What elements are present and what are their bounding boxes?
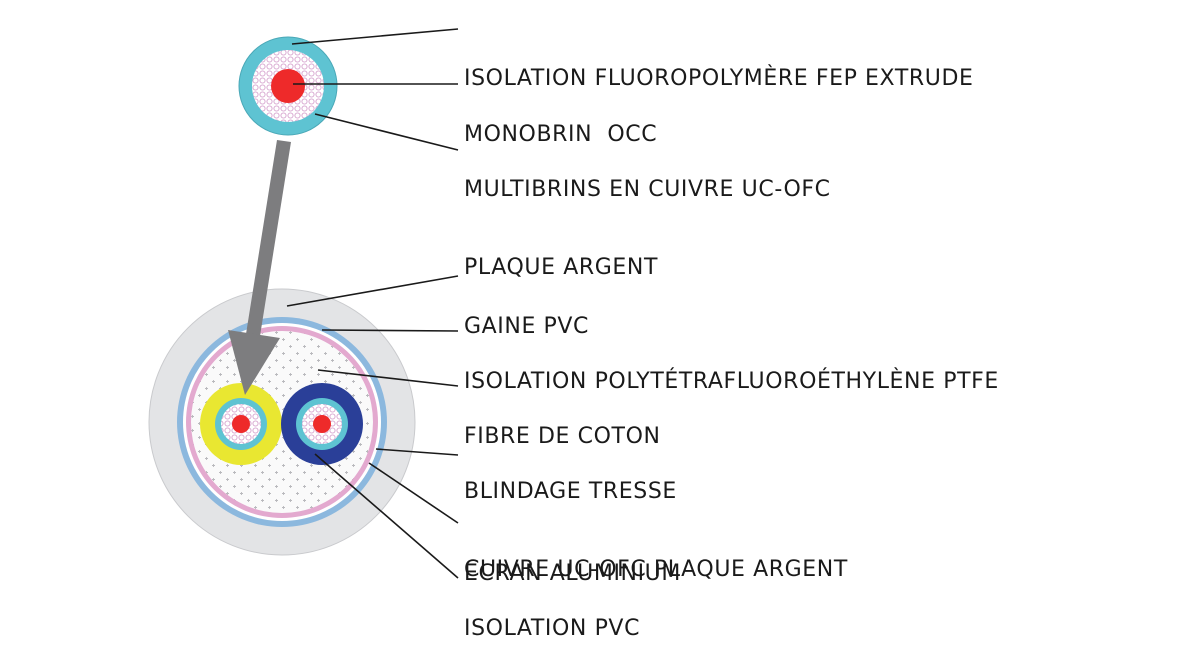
leader-line-ptfe (321, 329, 459, 332)
label-pvc-jacket: GAINE PVC (464, 262, 589, 366)
label-line: CUIVRE UC-OFC PLAQUE ARGENT (464, 557, 848, 582)
label-line: ISOLATION FLUOROPOLYMÈRE FEP EXTRUDE (464, 66, 974, 91)
leader-line-multistrand (314, 113, 459, 151)
occ-core (271, 69, 305, 103)
leader-lines (286, 28, 459, 579)
label-line: BLINDAGE TRESSE (464, 479, 677, 504)
cable-cross-section (148, 288, 416, 556)
label-line: FIBRE DE COTON (464, 424, 661, 449)
label-fep-insulation: ISOLATION FLUOROPOLYMÈRE FEP EXTRUDE (464, 14, 974, 118)
conductor-navy (281, 383, 363, 465)
label-pvc-insulation: ISOLATION PVC (464, 564, 640, 668)
label-line: ECRAN ALUMINIUM (464, 561, 681, 586)
detail-arrow (228, 140, 291, 395)
label-multistrand: MULTIBRINS EN CUIVRE UC-OFC PLAQUE ARGEN… (464, 125, 831, 307)
cable-cross-section-diagram (148, 28, 459, 579)
leader-line-pvc-insulation (314, 453, 459, 579)
label-cotton-fiber: FIBRE DE COTON (464, 372, 661, 476)
leader-line-pvc-jacket (286, 275, 459, 307)
label-line: ISOLATION POLYTÉTRAFLUOROÉTHYLÈNE PTFE (464, 369, 999, 394)
label-occ-monostrand: MONOBRIN OCC (464, 70, 657, 174)
label-line: PLAQUE ARGENT (464, 255, 658, 280)
leader-line-fep (291, 28, 459, 45)
label-braided-shield: BLINDAGE TRESSE CUIVRE UC-OFC PLAQUE ARG… (464, 427, 848, 609)
label-line: MULTIBRINS EN CUIVRE UC-OFC (464, 177, 831, 202)
label-aluminium-screen: ECRAN ALUMINIUM (464, 509, 681, 613)
leader-line-cotton (317, 369, 459, 387)
label-line: GAINE PVC (464, 314, 590, 339)
label-line: MONOBRIN OCC (464, 122, 658, 147)
label-line: ISOLATION PVC (464, 616, 641, 641)
conductor-yellow (200, 383, 282, 465)
conductor-detail (238, 36, 338, 136)
leader-line-shield (375, 448, 459, 456)
label-ptfe-insulation: ISOLATION POLYTÉTRAFLUOROÉTHYLÈNE PTFE (464, 317, 999, 421)
leader-line-aluminium (368, 462, 459, 524)
